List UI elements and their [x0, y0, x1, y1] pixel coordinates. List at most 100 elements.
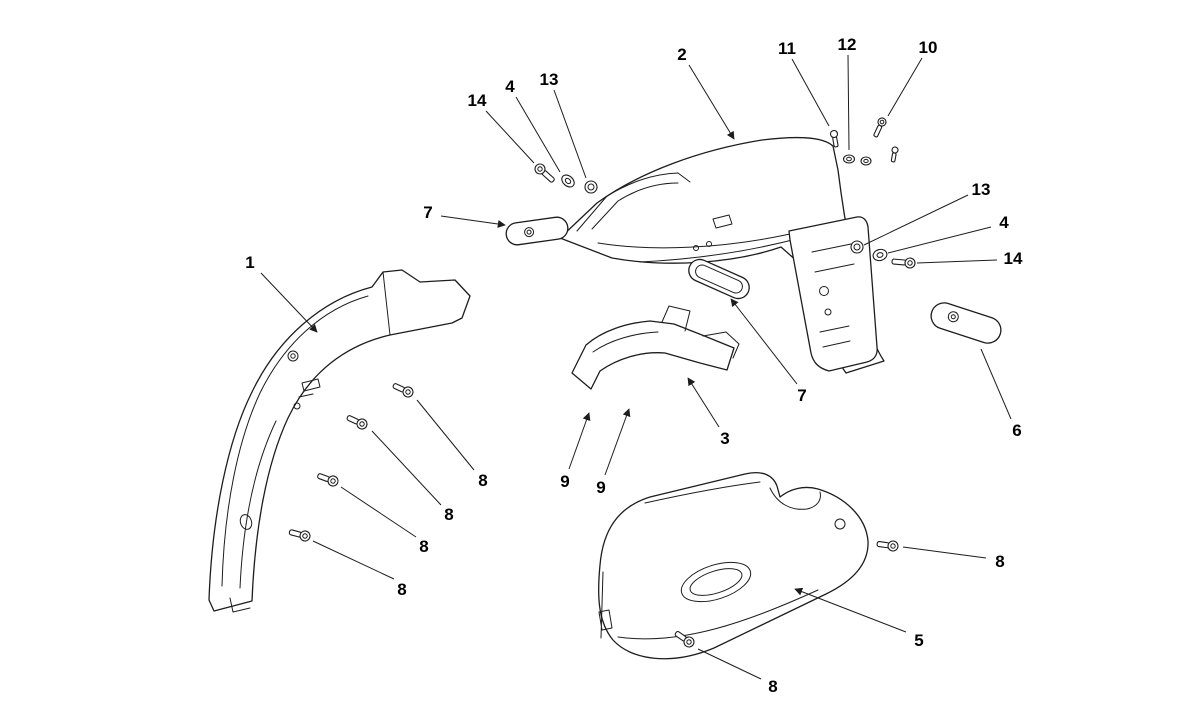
- part-7-right-inner: [695, 264, 743, 294]
- nut-13-top: [584, 180, 598, 194]
- part-1-boss-inner: [290, 353, 296, 359]
- part-7-reflector-right: [688, 258, 750, 300]
- bolt-extra-head: [891, 146, 899, 154]
- callout-8-2: 8: [444, 505, 453, 524]
- screw-8-3: [317, 473, 339, 487]
- screw-14-right: [891, 257, 916, 269]
- part-1-outline: [208, 269, 471, 612]
- part-2-tail-hole-2: [824, 308, 832, 316]
- part-5-cutout-outer: [680, 561, 752, 603]
- screw-8-bottom: [674, 631, 695, 648]
- screw-10-shaft: [873, 124, 883, 138]
- part-7-right-outline: [688, 258, 750, 300]
- leader-6: [980, 348, 1012, 420]
- screw-10-head: [877, 117, 887, 127]
- screw-14-top-head-inner: [537, 166, 543, 172]
- part-2-vent-hole-2: [706, 241, 712, 247]
- screw-8-3-head: [327, 475, 339, 487]
- part-7-reflector-left: [505, 216, 569, 246]
- bolt-11: [829, 129, 839, 148]
- leader-3: [687, 377, 720, 428]
- callout-9-right: 9: [596, 478, 605, 497]
- nut-13-right-outer: [850, 240, 864, 254]
- part-2-tail-slots: [811, 243, 855, 348]
- washer-4-right-outer: [872, 248, 888, 262]
- washer-12: [842, 154, 856, 164]
- screw-8-right: [876, 540, 899, 552]
- nut-13-top-inner: [587, 183, 595, 191]
- part-2-vent-hole-1: [693, 245, 699, 251]
- part-2-upper-fender: [559, 136, 885, 374]
- part-3-bracket: [571, 305, 740, 390]
- leader-14-right: [916, 259, 998, 264]
- leader-1: [260, 272, 318, 333]
- screw-8-4: [288, 529, 311, 542]
- screw-8-right-head-inner: [890, 543, 896, 549]
- part-6-screw-outer: [947, 311, 959, 323]
- part-2-details: [576, 172, 801, 263]
- leader-7-left: [440, 215, 506, 228]
- callout-4-right: 4: [999, 213, 1009, 232]
- screw-14-top-head: [534, 163, 546, 175]
- callout-7-right: 7: [797, 386, 806, 405]
- bolt-11-head: [829, 129, 839, 139]
- callout-7-left: 7: [423, 203, 432, 222]
- callout-8-3: 8: [419, 537, 428, 556]
- part-6-outline: [930, 302, 1002, 344]
- leader-11: [791, 58, 830, 127]
- part-3-outline: [571, 320, 735, 390]
- washer-4-right-inner: [876, 252, 884, 258]
- callout-labels: 14 4 13 2 11 12 10 7 13 4 14 1 7 3 6 9 9…: [245, 35, 1023, 696]
- leader-9-left: [568, 412, 591, 470]
- callout-9-left: 9: [560, 472, 569, 491]
- callout-1: 1: [245, 253, 254, 272]
- part-5-details: [598, 481, 821, 640]
- callout-14-right: 14: [1004, 249, 1023, 268]
- screw-8-2-head-inner: [359, 421, 365, 427]
- part-1-hole: [239, 514, 253, 530]
- bolt-extra-top-right: [890, 146, 899, 163]
- part-5-cutout-inner: [689, 568, 743, 596]
- callout-6: 6: [1012, 421, 1021, 440]
- screw-8-right-head: [887, 540, 899, 552]
- callout-13-top: 13: [540, 70, 559, 89]
- screw-8-1: [392, 383, 414, 398]
- screw-8-4-head: [299, 530, 311, 542]
- screw-8-1-head: [402, 386, 414, 398]
- callout-5: 5: [914, 631, 923, 650]
- leader-8-bottom: [697, 648, 762, 680]
- callout-11: 11: [778, 39, 796, 58]
- part-7-left-screw-outer: [524, 227, 535, 238]
- washer-4-top: [561, 174, 575, 188]
- leader-8-1: [416, 399, 475, 471]
- callout-4-top: 4: [505, 77, 515, 96]
- part-1-rear-fender: [208, 269, 471, 613]
- callout-14-top: 14: [468, 91, 487, 110]
- screw-8-bottom-head-inner: [686, 639, 692, 645]
- part-1-details: [221, 271, 391, 613]
- screw-8-1-head-inner: [405, 389, 411, 395]
- washer-4-top-outer: [561, 174, 575, 188]
- screw-14-top: [534, 163, 555, 183]
- leader-13-right: [863, 194, 969, 246]
- callout-8-4: 8: [397, 580, 406, 599]
- leader-9-right: [604, 408, 631, 476]
- part-7-left-screw-inner: [526, 229, 532, 235]
- leader-12: [847, 54, 850, 151]
- washer-12-inner: [846, 156, 852, 162]
- part-5-side-cover: [598, 471, 869, 660]
- leader-lines: [260, 54, 1012, 680]
- screw-8-2-head: [356, 418, 368, 430]
- callout-13-right: 13: [972, 180, 991, 199]
- callout-3: 3: [720, 429, 729, 448]
- part-1-mark: [293, 402, 301, 410]
- screw-10-head-inner: [879, 119, 885, 125]
- leader-5: [794, 587, 907, 633]
- part-7-left-outline: [505, 216, 569, 246]
- callout-8-1: 8: [478, 471, 487, 490]
- callout-12: 12: [838, 35, 857, 54]
- leader-8-right: [902, 546, 987, 559]
- screw-8-4-head-inner: [302, 533, 308, 539]
